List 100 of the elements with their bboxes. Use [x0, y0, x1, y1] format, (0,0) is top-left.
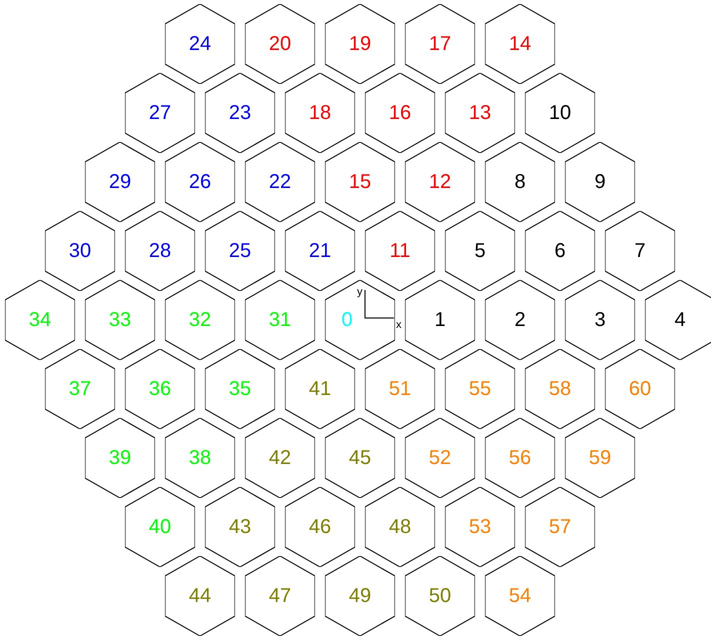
- cell-number: 35: [228, 378, 252, 400]
- cell-number: 21: [308, 240, 332, 262]
- hexagon: [125, 349, 195, 429]
- hexagon: [205, 349, 275, 429]
- hexagon: [245, 280, 315, 360]
- hexagon: [605, 349, 675, 429]
- cell-number: 12: [428, 171, 452, 193]
- cell-number: 26: [188, 171, 212, 193]
- cell-number: 58: [548, 378, 572, 400]
- cell-number: 42: [268, 447, 292, 469]
- cell-number: 49: [348, 585, 372, 607]
- hexagon: [405, 4, 475, 84]
- hexagon: [445, 487, 515, 567]
- cell-number: 2: [514, 309, 526, 331]
- cell-number: 34: [28, 309, 52, 331]
- cell-number: 32: [188, 309, 212, 331]
- hexagon: [525, 349, 595, 429]
- cell-number: 43: [228, 516, 252, 538]
- hexagon: [45, 349, 115, 429]
- cell-number: 3: [594, 309, 606, 331]
- hexagon: [365, 73, 435, 153]
- cell-number: 8: [514, 171, 526, 193]
- hexagon: [165, 556, 235, 636]
- hexagon: [245, 556, 315, 636]
- cell-number: 1: [434, 309, 446, 331]
- cell-number: 50: [428, 585, 452, 607]
- hexagon: [525, 487, 595, 567]
- hexagon: [565, 142, 635, 222]
- cell-number: 54: [508, 585, 532, 607]
- hexagon: [485, 418, 555, 498]
- cell-number: 59: [588, 447, 612, 469]
- cell-number: 14: [508, 33, 532, 55]
- cell-number: 17: [428, 33, 452, 55]
- hexagon: [85, 142, 155, 222]
- hexagon: [245, 142, 315, 222]
- cell-number: 19: [348, 33, 372, 55]
- cell-number: 6: [554, 240, 566, 262]
- hexagon: [165, 142, 235, 222]
- cell-number: 56: [508, 447, 532, 469]
- cell-number: 57: [548, 516, 572, 538]
- hexagon: [205, 211, 275, 291]
- cell-number: 23: [228, 102, 252, 124]
- cell-number: 31: [268, 309, 292, 331]
- hexagon: [565, 418, 635, 498]
- cell-number: 47: [268, 585, 292, 607]
- cell-number: 52: [428, 447, 452, 469]
- hexagon: [125, 73, 195, 153]
- cell-number: 51: [388, 378, 412, 400]
- hexagon: [525, 211, 595, 291]
- hexagon: [5, 280, 75, 360]
- cell-number: 45: [348, 447, 372, 469]
- hexagon: [405, 418, 475, 498]
- cell-number: 13: [468, 102, 492, 124]
- cell-number: 30: [68, 240, 92, 262]
- hexagon: [325, 142, 395, 222]
- hexagon: [285, 73, 355, 153]
- cell-number: 5: [474, 240, 486, 262]
- hexagon: [245, 4, 315, 84]
- cell-number: 41: [308, 378, 332, 400]
- hexagon: [365, 487, 435, 567]
- hexagon: [125, 211, 195, 291]
- hexagon: [85, 280, 155, 360]
- hexagon: [325, 280, 395, 360]
- cell-number: 53: [468, 516, 492, 538]
- hexagon: [485, 142, 555, 222]
- hexagon: [285, 487, 355, 567]
- cell-number: 22: [268, 171, 292, 193]
- hexagon: [405, 142, 475, 222]
- cell-number: 20: [268, 33, 292, 55]
- hexagon: [165, 4, 235, 84]
- hexagon: [445, 349, 515, 429]
- cell-number: 39: [108, 447, 132, 469]
- cell-number: 24: [188, 33, 212, 55]
- cell-number: 33: [108, 309, 132, 331]
- hexagon: [85, 418, 155, 498]
- cell-number: 7: [634, 240, 646, 262]
- cell-number: 9: [594, 171, 606, 193]
- hexagon: [285, 211, 355, 291]
- cell-number: 48: [388, 516, 412, 538]
- hexagon: [485, 280, 555, 360]
- cell-number: 10: [548, 102, 572, 124]
- hexagon: [325, 418, 395, 498]
- hexagon: [45, 211, 115, 291]
- hexagon: [165, 280, 235, 360]
- hexagon: [285, 349, 355, 429]
- hexagon: [405, 556, 475, 636]
- hexagon: [365, 211, 435, 291]
- hexagon: [405, 280, 475, 360]
- cell-number: 60: [628, 378, 652, 400]
- cell-number: 15: [348, 171, 372, 193]
- cell-number: 4: [674, 309, 686, 331]
- cell-number: 18: [308, 102, 332, 124]
- cell-number: 55: [468, 378, 492, 400]
- hexagon: [645, 280, 711, 360]
- axis-label: x: [396, 319, 402, 331]
- hexagon: [245, 418, 315, 498]
- cell-number: 44: [188, 585, 212, 607]
- hexagon: [325, 4, 395, 84]
- hexagon: [445, 211, 515, 291]
- cell-number: 29: [108, 171, 132, 193]
